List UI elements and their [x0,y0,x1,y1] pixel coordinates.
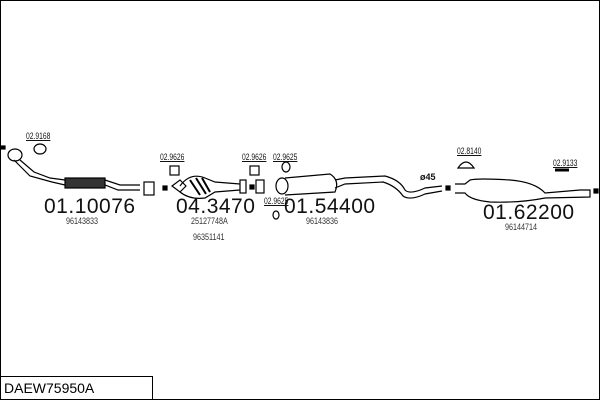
part-number: 01.62200 [483,201,575,224]
diagram-code: DAEW75950A [0,376,153,399]
accessory-label: 02.9133 [553,158,578,168]
oem-number: 96351141 [193,232,225,242]
rear-silencer [455,178,599,203]
front-pipe [0,145,155,196]
oem-number: 96144714 [505,222,538,232]
accessory-label: 02.9168 [26,131,51,141]
pipe-diameter-label: ø45 [420,172,436,182]
accessory-label: 02.9626 [160,152,185,162]
accessory-label: 02.9625 [264,196,289,206]
part-number: 01.54400 [284,195,376,218]
part-number: 04.3470 [176,195,256,218]
accessory-label: 02.9626 [242,152,267,162]
accessory-label: 02.9625 [273,152,298,162]
oem-number: 25127748A [191,216,228,226]
middle-silencer [249,173,451,199]
oem-number: 96143836 [306,216,339,226]
accessory-icons [33,143,569,220]
accessory-label: 02.8140 [457,146,482,156]
part-number: 01.10076 [44,195,136,218]
catalytic-converter [162,175,247,199]
oem-number: 96143833 [66,216,99,226]
